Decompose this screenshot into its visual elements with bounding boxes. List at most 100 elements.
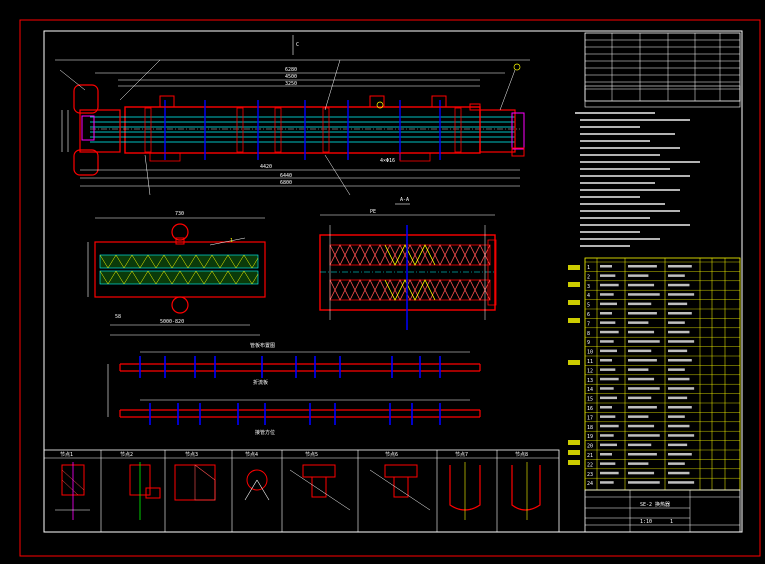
parts-row-cell	[668, 330, 690, 334]
parts-row-cell	[668, 443, 688, 447]
parts-row-number: 20	[587, 444, 593, 450]
title-block: SE-2 换热器 1:10 1	[584, 489, 741, 533]
parts-row-number: 19	[587, 434, 593, 440]
detail-title-8: 节点8	[515, 452, 528, 458]
parts-row-number: 22	[587, 462, 593, 468]
parts-row-cell	[668, 377, 690, 381]
parts-row-number: 9	[587, 340, 590, 346]
scale-text: 1:10	[640, 519, 652, 525]
svg-text:3250: 3250	[285, 81, 297, 87]
detail-title-1: 节点1	[60, 452, 73, 458]
parts-row-cell	[600, 453, 612, 456]
right-channel	[479, 109, 516, 153]
parts-row-cell	[628, 302, 652, 306]
section-a-a-view: A-A PE	[319, 197, 497, 330]
parts-row-cell	[600, 274, 616, 277]
left-channel	[79, 109, 121, 153]
main-elevation-view: 6280 4500 3250	[55, 35, 530, 196]
parts-row-cell	[628, 443, 652, 447]
parts-row-number: 14	[587, 387, 593, 393]
parts-row-cell	[628, 283, 655, 287]
parts-row-cell	[600, 377, 619, 381]
parts-row-cell	[668, 387, 695, 390]
svg-text:4500: 4500	[285, 74, 297, 80]
parts-row-cell	[628, 321, 649, 324]
shell-body	[124, 106, 481, 154]
parts-row-cell	[628, 330, 655, 334]
parts-row-cell	[668, 340, 695, 343]
parts-row-cell	[668, 302, 688, 306]
tube-plan-view: 管板布置图 折流板 接管方位	[107, 342, 481, 436]
drawing-title: 换热器	[655, 501, 670, 508]
svg-text:5000-820: 5000-820	[160, 319, 184, 325]
parts-row-number: 15	[587, 397, 593, 403]
parts-row-cell	[600, 293, 614, 296]
svg-text:58: 58	[115, 314, 121, 320]
parts-row-cell	[628, 406, 657, 409]
parts-row-number: 12	[587, 368, 593, 374]
parts-row-number: 23	[587, 472, 593, 478]
parts-row-cell	[668, 471, 690, 475]
parts-row-cell	[600, 312, 612, 315]
mid-label-text: 折流板	[253, 379, 268, 386]
parts-row-cell	[668, 453, 692, 456]
detail-title-7: 节点7	[455, 452, 468, 458]
qty-text: 1	[670, 519, 673, 525]
parts-row-number: 11	[587, 359, 593, 365]
parts-row-number: 8	[587, 331, 590, 337]
parts-row-number: 17	[587, 415, 593, 421]
parts-row-cell	[628, 293, 660, 296]
parts-row-cell	[628, 471, 655, 475]
parts-row-cell	[628, 462, 649, 465]
parts-row-cell	[628, 387, 660, 390]
parts-row-number: 7	[587, 321, 590, 327]
parts-row-number: 6	[587, 312, 590, 318]
parts-row-cell	[600, 330, 619, 334]
spec-table	[584, 32, 741, 108]
parts-row-cell	[600, 349, 617, 353]
parts-row-cell	[600, 406, 612, 409]
parts-row-cell	[628, 368, 649, 371]
dim-mid-text: 4420	[260, 164, 272, 170]
parts-row-number: 1	[587, 265, 590, 271]
parts-row-cell	[628, 481, 660, 484]
bottom-label-text: 接管方位	[255, 429, 275, 436]
parts-row-cell	[600, 302, 617, 306]
parts-row-number: 3	[587, 284, 590, 290]
svg-text:C: C	[296, 42, 299, 48]
parts-row-cell	[628, 274, 649, 277]
parts-row-cell	[628, 396, 652, 400]
detail-title-3: 节点3	[185, 452, 198, 458]
parts-row-cell	[600, 359, 612, 362]
parts-row-cell	[668, 265, 692, 268]
detail-title-4: 节点4	[245, 452, 258, 458]
parts-row-number: 10	[587, 350, 593, 356]
parts-row-number: 4	[587, 293, 590, 299]
parts-row-cell	[600, 443, 617, 447]
parts-row-cell	[668, 293, 695, 296]
parts-row-cell	[600, 283, 619, 287]
parts-row-cell	[628, 424, 655, 428]
svg-text:4×Φ16: 4×Φ16	[380, 158, 395, 164]
parts-row-cell	[600, 368, 616, 371]
parts-row-number: 24	[587, 481, 593, 487]
sheet-border	[19, 19, 761, 557]
parts-row-cell	[628, 377, 655, 381]
parts-row-cell	[668, 424, 690, 428]
svg-text:6800: 6800	[280, 180, 292, 186]
technical-notes	[575, 112, 700, 247]
details-strip: 节点1 节点2 节点3 节点4 节点5 节点6 节点7 节点8	[43, 449, 560, 533]
dim-bot-text: 6440	[280, 173, 292, 179]
svg-text:1: 1	[230, 238, 233, 244]
parts-row-cell	[600, 434, 614, 437]
parts-row-cell	[628, 265, 657, 268]
parts-row-cell	[600, 471, 619, 475]
parts-row-cell	[600, 462, 616, 465]
parts-row-cell	[600, 424, 619, 428]
plan-title-text: 管板布置图	[250, 342, 275, 349]
detail-title-2: 节点2	[120, 452, 133, 458]
parts-row-number: 5	[587, 303, 590, 309]
parts-row-cell	[628, 349, 652, 353]
parts-row-cell	[668, 481, 695, 484]
